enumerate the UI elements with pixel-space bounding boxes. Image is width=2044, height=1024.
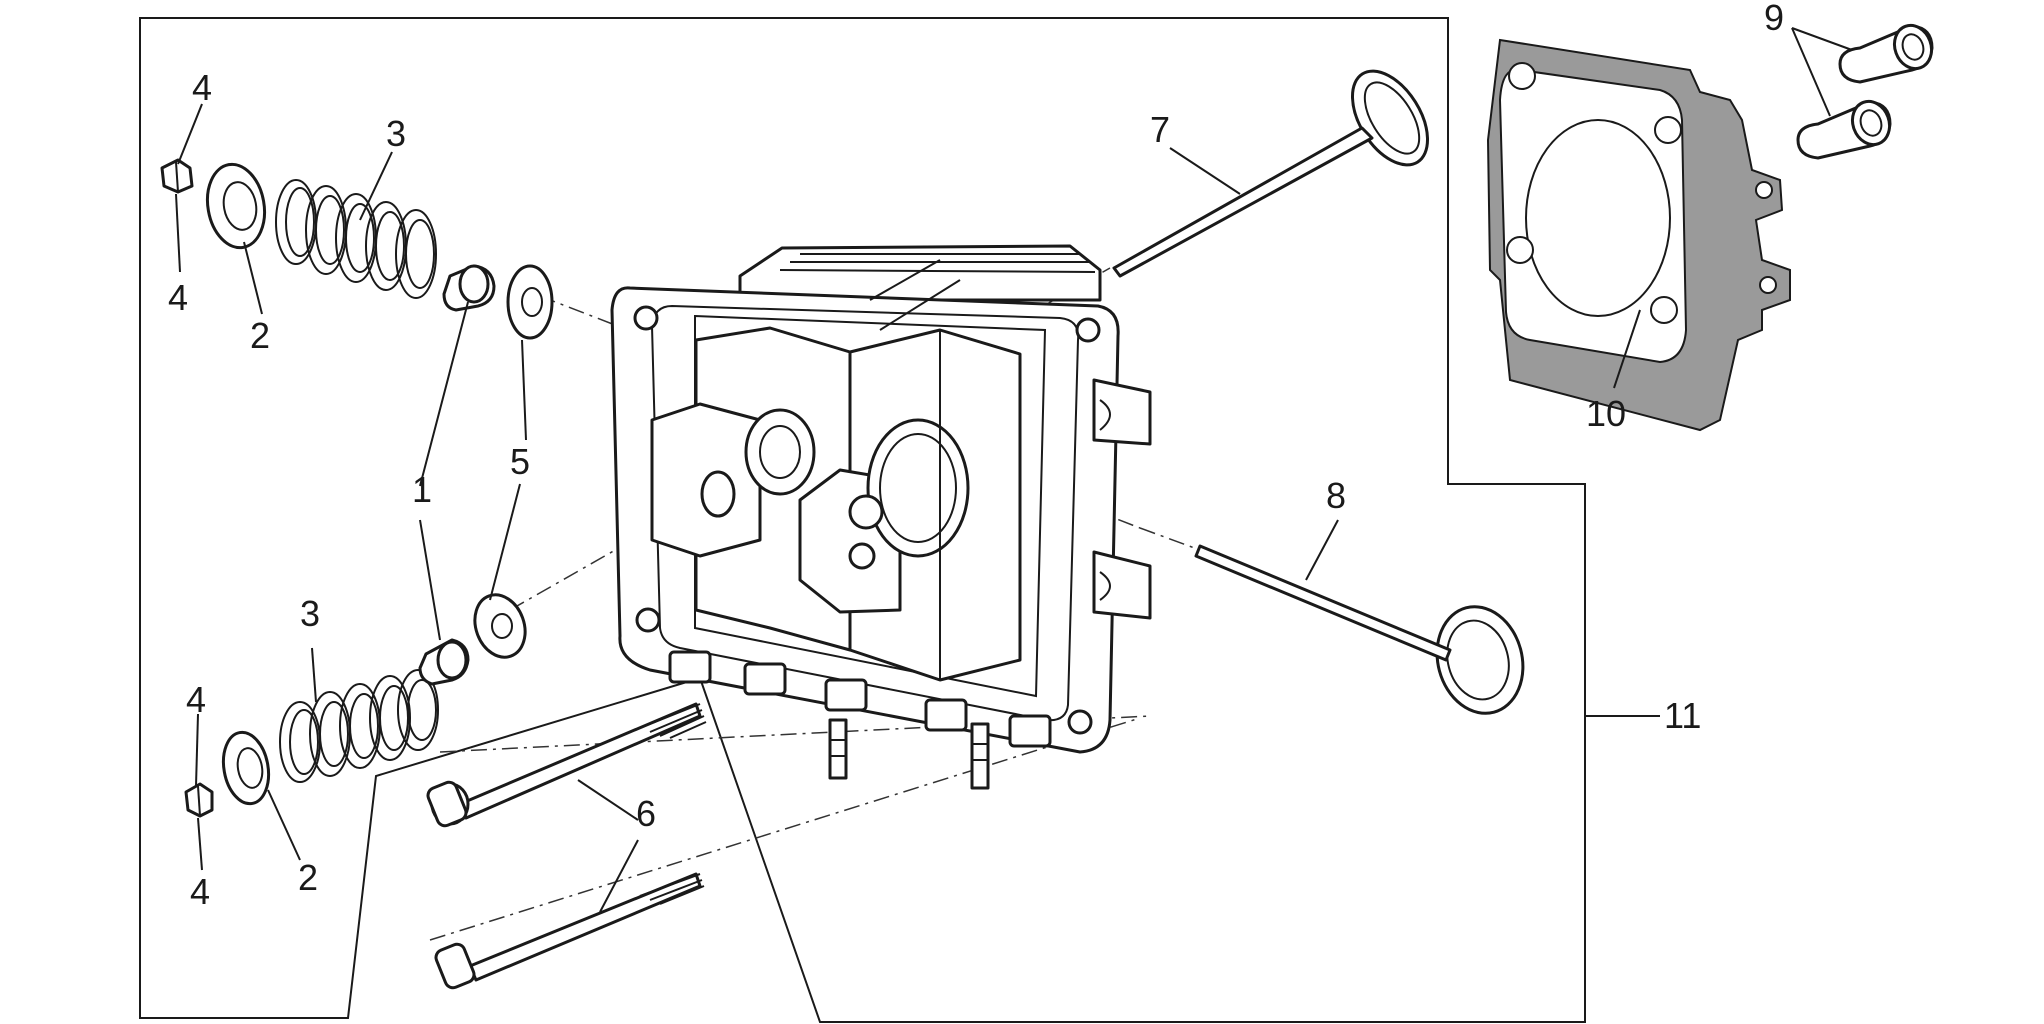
callout-labels: 4 4 2 3 1 5 3 4 2 4 6 7 8 9 10 11 xyxy=(168,0,1784,912)
callout-4-top: 4 xyxy=(192,67,212,108)
callout-4-bottom: 4 xyxy=(190,871,210,912)
valve-lower xyxy=(1194,544,1525,715)
leader-lines xyxy=(175,27,1853,913)
callout-1: 1 xyxy=(412,469,432,510)
cylinder-head xyxy=(610,244,1152,790)
callout-3-upper: 3 xyxy=(386,113,406,154)
upper-valve-spring-set xyxy=(160,158,554,340)
callout-11: 11 xyxy=(1664,695,1701,736)
lower-valve-spring-set xyxy=(184,593,527,818)
callout-6: 6 xyxy=(636,793,656,834)
assembly-frame-11 xyxy=(139,17,1586,1023)
callout-4-upper-left: 4 xyxy=(168,277,188,318)
dowel-pins xyxy=(1796,23,1934,160)
callout-2-upper: 2 xyxy=(250,315,270,356)
head-bolts xyxy=(426,702,707,990)
callout-7: 7 xyxy=(1150,109,1170,150)
callout-2-lower: 2 xyxy=(298,857,318,898)
valve-upper xyxy=(1112,69,1430,278)
callout-4-lower-top: 4 xyxy=(186,679,206,720)
head-gasket xyxy=(1486,38,1791,432)
callout-5: 5 xyxy=(510,441,530,482)
callout-10: 10 xyxy=(1586,393,1626,434)
callout-9: 9 xyxy=(1764,0,1784,38)
callout-8: 8 xyxy=(1326,475,1346,516)
callout-3-lower: 3 xyxy=(300,593,320,634)
